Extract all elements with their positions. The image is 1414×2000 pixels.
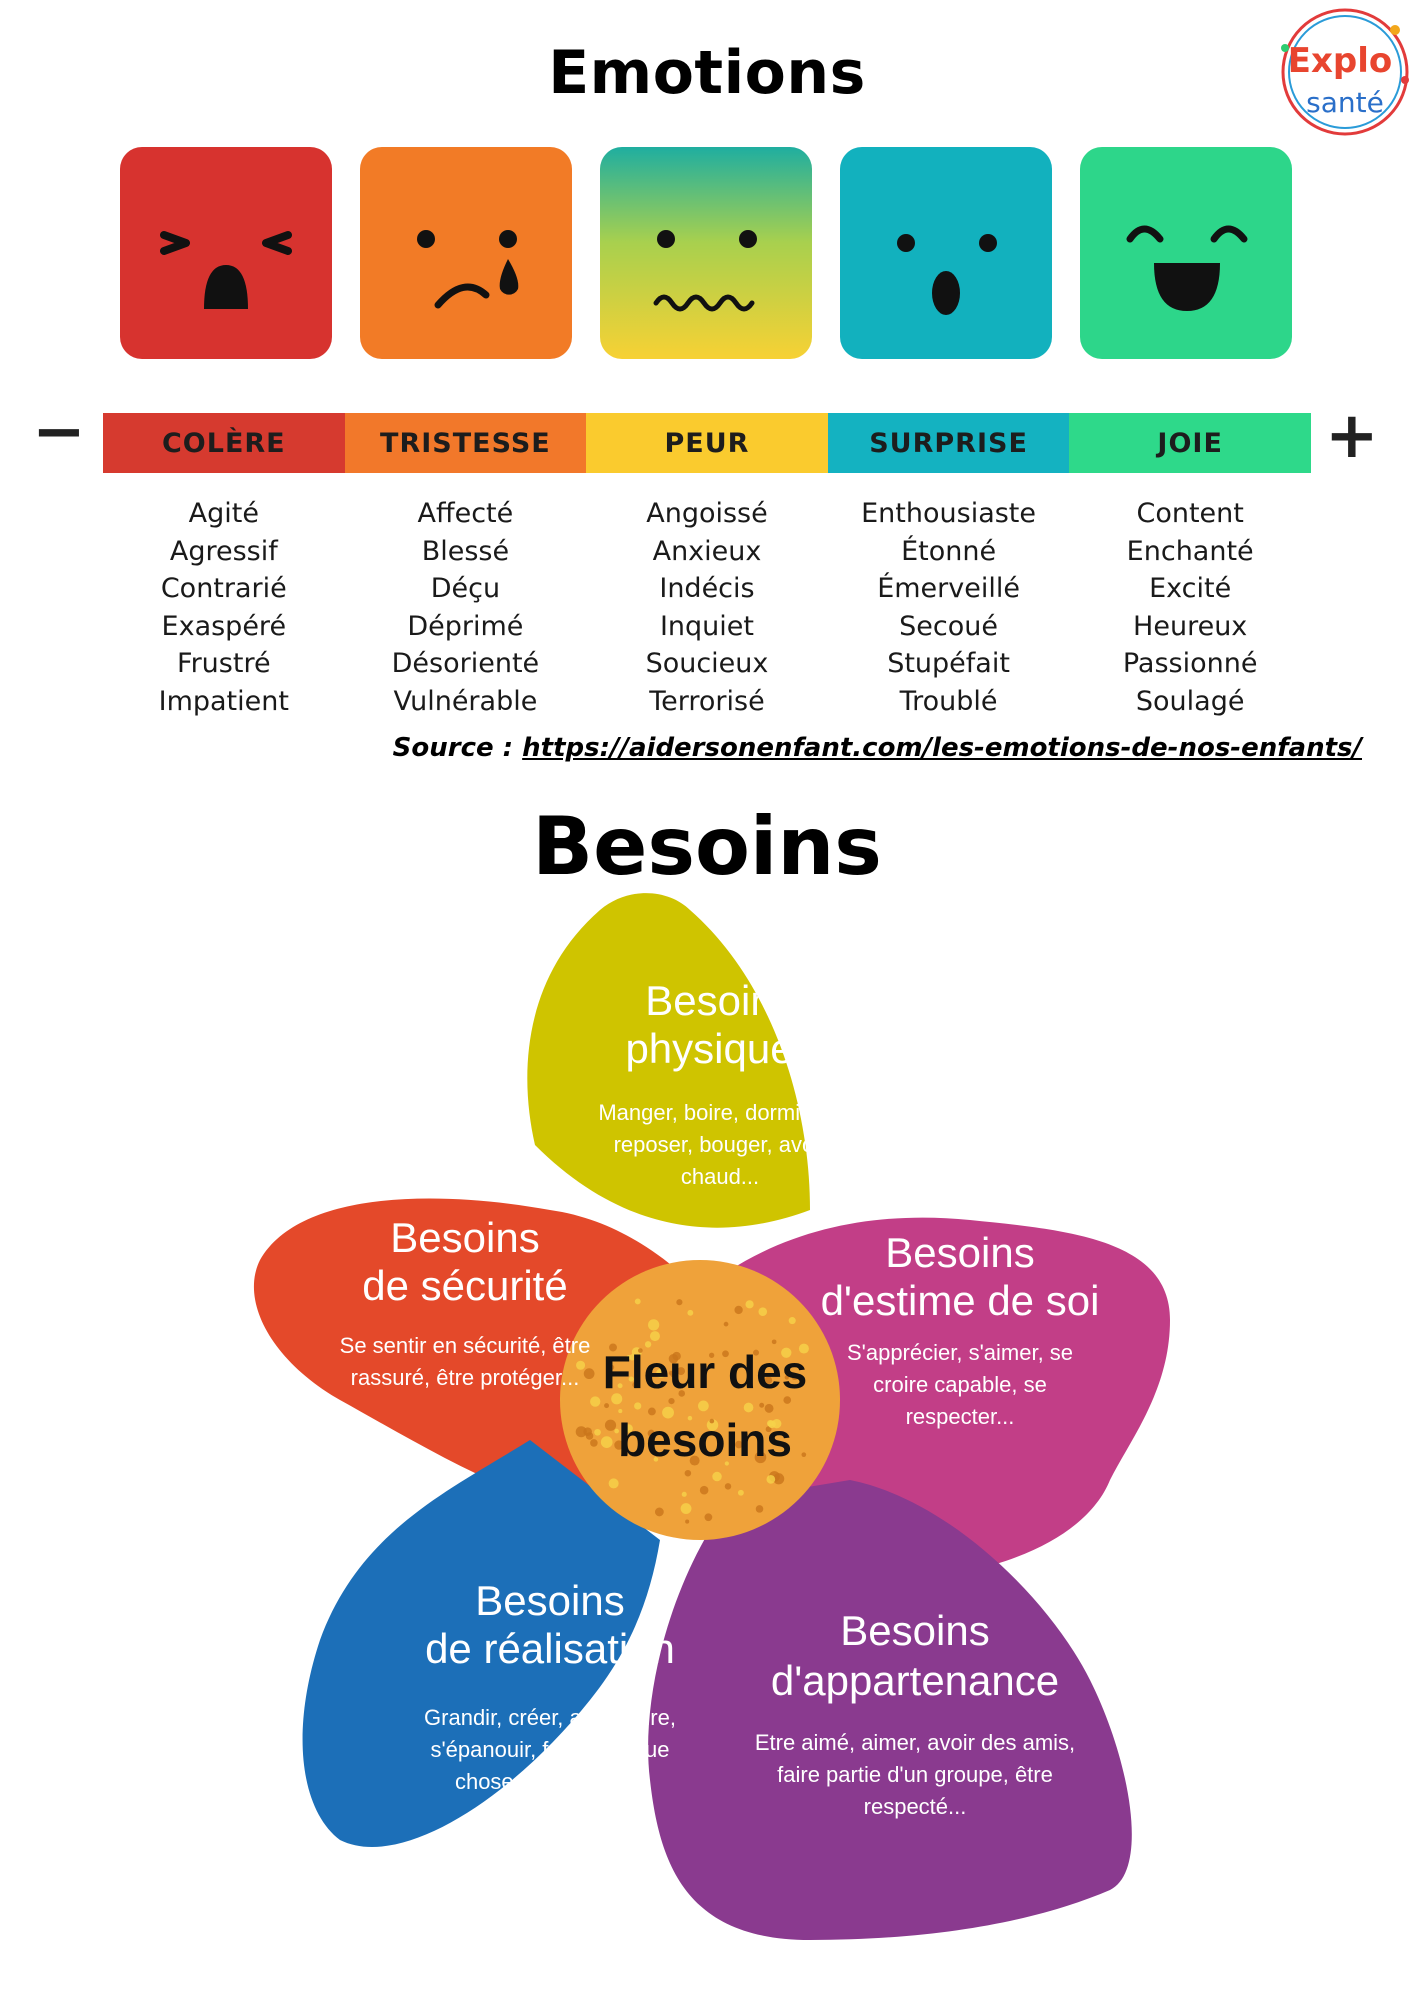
petal-text-physiques: Besoins physiques Manger, boire, dormir,…: [598, 977, 841, 1189]
emotion-word: Enthousiaste: [861, 498, 1037, 529]
emotion-word: Stupéfait: [887, 648, 1010, 679]
petal-desc-line: croire capable, se: [873, 1372, 1047, 1397]
petal-besoins-realisation: [302, 1440, 660, 1848]
emotion-word: Enchanté: [1126, 535, 1254, 567]
emotion-word: Secoué: [899, 610, 998, 642]
emotion-word: Affecté: [417, 498, 514, 529]
sad-crying-face-icon: [360, 147, 572, 359]
explo-sante-logo: Explo santé: [1245, 0, 1410, 150]
emotion-word: Exaspéré: [161, 610, 287, 642]
emotion-word: Déprimé: [407, 610, 524, 642]
petal-title-line: physiques: [625, 1025, 814, 1072]
emotion-word: Content: [1136, 498, 1244, 529]
emotion-word: Agressif: [169, 535, 278, 567]
emotion-word: Angoissé: [646, 498, 768, 529]
emotion-word: Contrarié: [160, 573, 287, 604]
svg-text:santé: santé: [1306, 86, 1384, 119]
petal-title-line: de sécurité: [362, 1262, 567, 1309]
emotion-word: Impatient: [158, 685, 289, 717]
besoins-title: Besoins: [532, 800, 882, 893]
emotion-word: Vulnérable: [393, 685, 538, 717]
emotion-word: Désorienté: [391, 648, 540, 679]
emotion-category-3: SURPRISE: [827, 413, 1070, 473]
emotion-word: Émerveillé: [877, 573, 1020, 604]
petal-desc-line: Manger, boire, dormir, se: [598, 1100, 841, 1125]
emotion-category-1: TRISTESSE: [344, 413, 587, 473]
svg-text:Explo: Explo: [1288, 41, 1393, 81]
emotion-word: Heureux: [1133, 610, 1248, 642]
emotion-word: Déçu: [430, 573, 501, 604]
scared-face-icon: [600, 147, 812, 359]
petal-besoins-physiques: [527, 893, 810, 1228]
emotion-word: Troublé: [899, 685, 998, 717]
angry-face-icon: [120, 147, 332, 359]
petal-title-line: de réalisation: [425, 1625, 675, 1672]
emotion-word: Frustré: [177, 648, 271, 679]
surprised-face-icon: [840, 147, 1052, 359]
petal-desc-line: chose qu'on aime...: [455, 1769, 645, 1794]
petal-desc-line: respecté...: [864, 1794, 967, 1819]
emotion-word: Indécis: [659, 573, 755, 604]
petal-desc-line: Grandir, créer, apprendre,: [424, 1705, 676, 1730]
petal-title-line: Besoins: [645, 977, 794, 1024]
scale-minus-sign: −: [32, 395, 86, 469]
happy-face-icon: [1080, 147, 1292, 359]
petal-title-line: Besoins: [885, 1229, 1034, 1276]
petal-desc-line: respecter...: [906, 1404, 1015, 1429]
petal-text-estime: Besoins d'estime de soi S'apprécier, s'a…: [821, 1229, 1100, 1429]
emotion-word: Terrorisé: [649, 685, 765, 717]
source-line: Source : https://aidersonenfant.com/les-…: [393, 733, 1362, 763]
emotions-title: Emotions: [548, 38, 866, 108]
source-link[interactable]: https://aidersonenfant.com/les-emotions-…: [522, 733, 1362, 763]
needs-flower-diagram: Besoins physiques Manger, boire, dormir,…: [250, 880, 1180, 1980]
emotion-word: Passionné: [1122, 648, 1258, 679]
petal-desc-line: faire partie d'un groupe, être: [777, 1762, 1053, 1787]
petal-title-line: Besoins: [475, 1577, 624, 1624]
petal-desc-line: rassuré, être protéger...: [351, 1365, 580, 1390]
flower-center-texture: [575, 1298, 809, 1524]
emotion-category-2: PEUR: [586, 413, 828, 473]
petal-desc-line: Se sentir en sécurité, être: [340, 1333, 591, 1358]
emotion-category-0: COLÈRE: [103, 413, 345, 473]
source-label: Source :: [392, 733, 514, 763]
petal-desc-line: s'épanouir, faire quelque: [430, 1737, 669, 1762]
flower-center: [560, 1260, 840, 1540]
petal-desc-line: reposer, bouger, avoir: [614, 1132, 827, 1157]
center-text: Fleur des besoins: [603, 1346, 808, 1466]
petal-besoins-appartenance: [648, 1480, 1132, 1940]
center-title-line: besoins: [618, 1414, 792, 1466]
emotion-word: Soucieux: [645, 648, 769, 679]
petal-title-line: Besoins: [390, 1214, 539, 1261]
center-title-line: Fleur des: [603, 1346, 808, 1398]
emotion-word: Blessé: [421, 535, 510, 567]
scale-plus-sign: +: [1325, 399, 1379, 473]
petal-title-line: d'appartenance: [771, 1657, 1059, 1704]
petal-title-line: d'estime de soi: [821, 1277, 1100, 1324]
petal-text-securite: Besoins de sécurité Se sentir en sécurit…: [340, 1214, 591, 1390]
petal-text-appartenance: Besoins d'appartenance Etre aimé, aimer,…: [755, 1607, 1075, 1819]
petal-text-realisation: Besoins de réalisation Grandir, créer, a…: [424, 1577, 676, 1794]
emotion-word: Soulagé: [1135, 685, 1245, 717]
petal-title-line: Besoins: [840, 1607, 989, 1654]
petal-desc-line: Etre aimé, aimer, avoir des amis,: [755, 1730, 1075, 1755]
petal-desc-line: S'apprécier, s'aimer, se: [847, 1340, 1073, 1365]
emotion-faces: [0, 147, 1414, 359]
emotion-word: Étonné: [901, 535, 997, 567]
emotion-word: Inquiet: [659, 610, 754, 642]
emotion-word: Anxieux: [652, 535, 762, 567]
emotion-word: Agité: [188, 498, 259, 529]
emotion-word: Excité: [1149, 573, 1232, 604]
petal-desc-line: chaud...: [681, 1164, 759, 1189]
emotion-category-4: JOIE: [1069, 413, 1311, 473]
